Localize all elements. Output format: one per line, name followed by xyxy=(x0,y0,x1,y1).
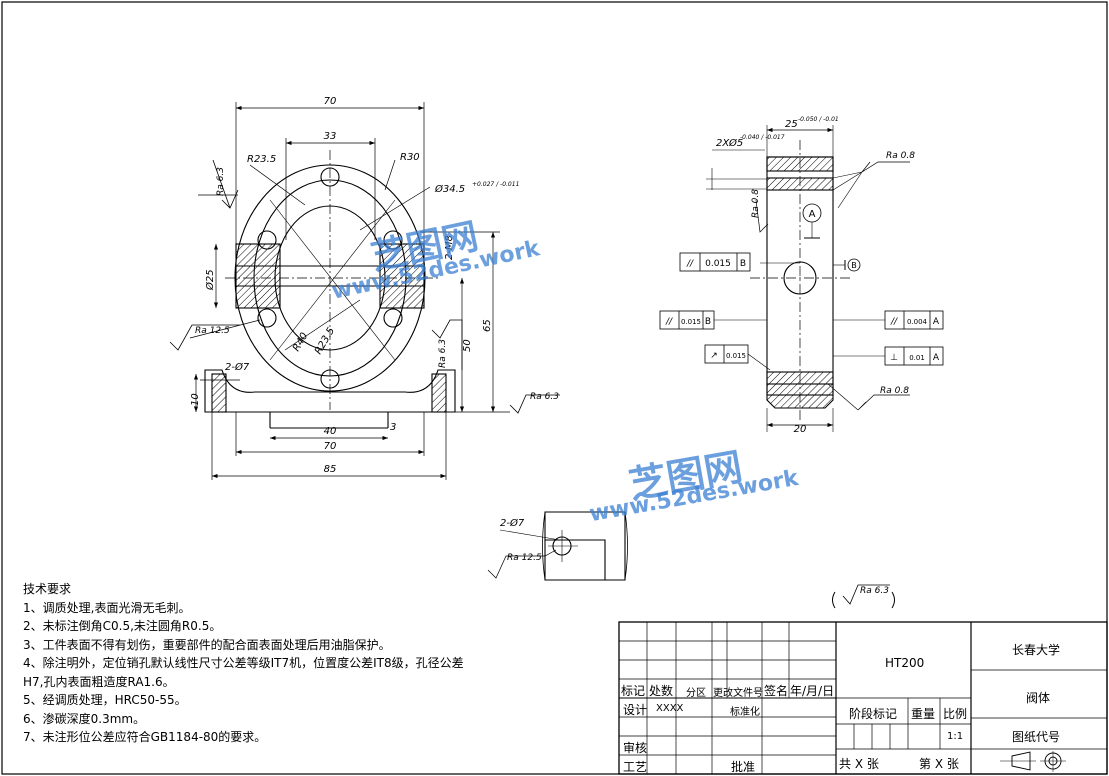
dim-2x5-tol: -0.040 / -0.017 xyxy=(740,134,785,141)
tb-change-doc: 更改文件号 xyxy=(713,688,763,699)
gdt-1-symbol: // xyxy=(686,259,694,269)
dim-33: 33 xyxy=(324,131,337,142)
notes-title: 技术要求 xyxy=(23,582,72,596)
tb-part-name: 阀体 xyxy=(1026,691,1051,705)
gdt-3-symbol: // xyxy=(890,317,898,327)
tb-standard: 标准化 xyxy=(730,707,760,718)
dim-dia-34-5: Ø34.5 xyxy=(434,183,465,195)
tb-date: 年/月/日 xyxy=(790,684,835,698)
side-view xyxy=(706,125,910,432)
dim-70-top: 70 xyxy=(324,96,337,107)
front-view xyxy=(204,150,456,429)
dim-2-phi7-detail: 2-Ø7 xyxy=(500,517,525,529)
dim-65: 65 xyxy=(482,319,493,332)
gdt-2-symbol: // xyxy=(665,317,673,327)
projection-symbol xyxy=(1000,751,1066,772)
ra-0-8-top: Ra 0.8 xyxy=(886,151,915,161)
note-item: 1、调质处理,表面光滑无毛刺。 xyxy=(23,600,191,615)
gdt-3-ref: A xyxy=(933,317,940,327)
ra-12-5-left: Ra 12.5 xyxy=(195,326,230,336)
gdt-5-ref: A xyxy=(933,353,940,363)
ra-0-8-bottom: Ra 0.8 xyxy=(880,386,909,396)
note-item: H7,孔内表面粗造度RA1.6。 xyxy=(23,674,175,689)
tb-sheet-number: 第 X 张 xyxy=(919,757,959,771)
dim-r30: R30 xyxy=(400,152,420,163)
detail-view xyxy=(487,511,628,581)
ra-6-3-general: Ra 6.3 xyxy=(860,586,889,596)
ra-6-3-right: Ra 6.3 xyxy=(438,339,448,368)
tb-design: 设计 xyxy=(623,703,648,717)
tb-material: HT200 xyxy=(885,656,925,670)
tb-approve: 批准 xyxy=(731,760,756,774)
dim-2x5: 2XØ5 xyxy=(716,137,743,149)
gdt-1-ref: B xyxy=(740,259,746,269)
tb-school: 长春大学 xyxy=(1012,643,1061,657)
title-block-grid xyxy=(618,621,1108,775)
dim-10: 10 xyxy=(190,393,201,406)
dim-70-bottom: 70 xyxy=(324,441,337,452)
dim-2-m8: 2-M8 xyxy=(444,235,455,260)
technical-notes: 技术要求 1、调质处理,表面光滑无毛刺。 2、未标注倒角C0.5,未注圆角R0.… xyxy=(23,580,583,747)
tb-scale-label: 比例 xyxy=(943,707,968,721)
gdt-2-ref: B xyxy=(705,317,711,327)
dim-r23-5-low: R23.5 xyxy=(313,326,337,357)
note-item: 7、未注形位公差应符合GB1184-80的要求。 xyxy=(23,730,267,744)
note-item: 5、经调质处理，HRC50-55。 xyxy=(23,693,187,707)
dim-85: 85 xyxy=(324,464,337,475)
dim-50: 50 xyxy=(462,339,473,352)
note-item: 4、除注明外，定位销孔默认线性尺寸公差等级IT7机，位置度公差IT8级，孔径公差 xyxy=(23,656,464,670)
gdt-1-value: 0.015 xyxy=(705,259,731,269)
dim-r23-5-top: R23.5 xyxy=(247,154,276,165)
note-item: 3、工件表面不得有划伤，重要部件的配合面表面处理后用油脂保护。 xyxy=(23,637,391,652)
gdt-frames xyxy=(659,252,944,366)
gdt-labels: // 0.015 B // 0.015 B // 0.004 A ↗ 0.015… xyxy=(665,259,940,363)
dim-3: 3 xyxy=(390,422,396,433)
tb-drawing-no: 图纸代号 xyxy=(1012,730,1061,744)
tb-stage: 阶段标记 xyxy=(849,707,898,721)
tb-designer: XXXX xyxy=(656,703,684,714)
tb-sign: 签名 xyxy=(764,684,789,698)
general-roughness xyxy=(832,584,895,609)
gdt-2-value: 0.015 xyxy=(681,318,701,326)
gdt-4-value: 0.015 xyxy=(726,352,746,360)
front-dimension-lines xyxy=(189,102,510,480)
tb-weight: 重量 xyxy=(911,707,936,721)
note-item: 2、未标注倒角C0.5,未注圆角R0.5。 xyxy=(23,619,222,633)
gdt-3-value: 0.004 xyxy=(907,318,928,326)
dim-r40: R40 xyxy=(291,331,310,354)
tb-count: 处数 xyxy=(649,684,674,698)
ra-12-5-detail: Ra 12.5 xyxy=(507,553,542,563)
tb-process: 工艺 xyxy=(623,760,648,774)
gdt-5-symbol: ⊥ xyxy=(890,353,898,363)
tb-zone: 分区 xyxy=(686,688,706,699)
tb-scale: 1:1 xyxy=(947,731,964,742)
dim-dia-34-5-tol: +0.027 / -0.011 xyxy=(472,181,519,188)
datum-a: A xyxy=(809,209,816,220)
dim-20: 20 xyxy=(794,424,807,435)
tb-total-sheets: 共 X 张 xyxy=(839,757,879,771)
gdt-5-value: 0.01 xyxy=(909,354,925,362)
dim-25-tol: -0.050 / -0.01 xyxy=(798,116,839,123)
tb-mark: 标记 xyxy=(621,684,646,698)
gdt-4-symbol: ↗ xyxy=(710,351,718,361)
dim-dia-25: Ø25 xyxy=(204,269,216,291)
ra-0-8-left: Ra 0.8 xyxy=(751,189,761,218)
dim-2-phi7: 2-Ø7 xyxy=(225,361,250,373)
dim-25: 25 xyxy=(785,119,798,130)
roughness-symbols-front xyxy=(169,159,560,414)
tb-review: 审核 xyxy=(623,741,648,755)
ra-6-3-base: Ra 6.3 xyxy=(530,392,559,402)
note-item: 6、渗碳深度0.3mm。 xyxy=(23,711,146,726)
datum-b: B xyxy=(851,261,857,270)
ra-6-3-left: Ra 6.3 xyxy=(216,167,226,196)
dim-40: 40 xyxy=(324,426,337,437)
